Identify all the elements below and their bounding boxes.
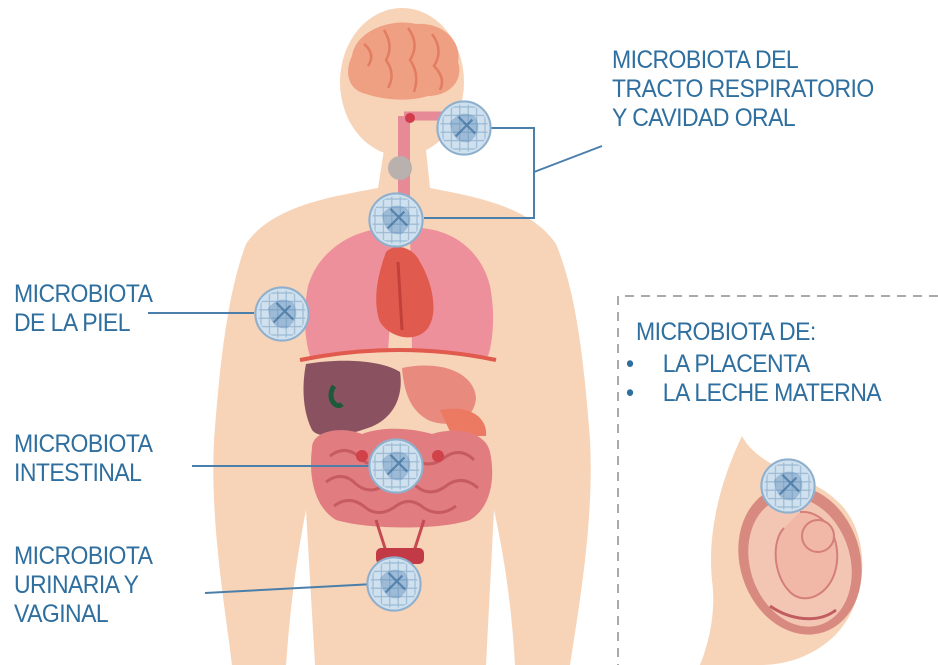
list-item-placenta: LA PLACENTA bbox=[663, 350, 810, 378]
placenta-box-list: •LA PLACENTA •LA LECHE MATERNA bbox=[626, 350, 881, 408]
list-item-milk: LA LECHE MATERNA bbox=[663, 379, 881, 407]
label-intestinal: MICROBIOTA INTESTINAL bbox=[14, 430, 152, 488]
label-skin: MICROBIOTA DE LA PIEL bbox=[14, 280, 152, 338]
list-item: •LA PLACENTA bbox=[626, 350, 881, 379]
label-respiratory: MICROBIOTA DEL TRACTO RESPIRATORIO Y CAV… bbox=[612, 46, 874, 133]
microbe-disc-icon bbox=[367, 557, 420, 610]
label-respiratory-line-3: Y CAVIDAD ORAL bbox=[612, 104, 874, 133]
label-respiratory-line-2: TRACTO RESPIRATORIO bbox=[612, 75, 874, 104]
label-intestinal-line-2: INTESTINAL bbox=[14, 459, 152, 488]
microbe-disc-icon bbox=[761, 459, 814, 512]
label-intestinal-line-1: MICROBIOTA bbox=[14, 430, 152, 459]
label-respiratory-line-1: MICROBIOTA DEL bbox=[612, 46, 874, 75]
label-urinary-line-2: URINARIA Y bbox=[14, 571, 152, 600]
microbe-disc-icon bbox=[369, 193, 422, 246]
label-urinary-line-1: MICROBIOTA bbox=[14, 542, 152, 571]
label-urinary: MICROBIOTA URINARIA Y VAGINAL bbox=[14, 542, 152, 629]
bullet-icon: • bbox=[626, 350, 663, 379]
leader-respiratory-label bbox=[534, 146, 602, 172]
placenta-box-heading: MICROBIOTA DE: bbox=[636, 318, 816, 347]
bullet-icon: • bbox=[626, 379, 663, 408]
list-item: •LA LECHE MATERNA bbox=[626, 379, 881, 408]
microbe-disc-icon bbox=[255, 287, 308, 340]
label-skin-line-1: MICROBIOTA bbox=[14, 280, 152, 309]
microbe-disc-icon bbox=[369, 439, 422, 492]
microbe-disc-icon bbox=[437, 101, 490, 154]
label-urinary-line-3: VAGINAL bbox=[14, 600, 152, 629]
placenta-box-heading-text: MICROBIOTA DE: bbox=[636, 318, 816, 347]
label-skin-line-2: DE LA PIEL bbox=[14, 309, 152, 338]
